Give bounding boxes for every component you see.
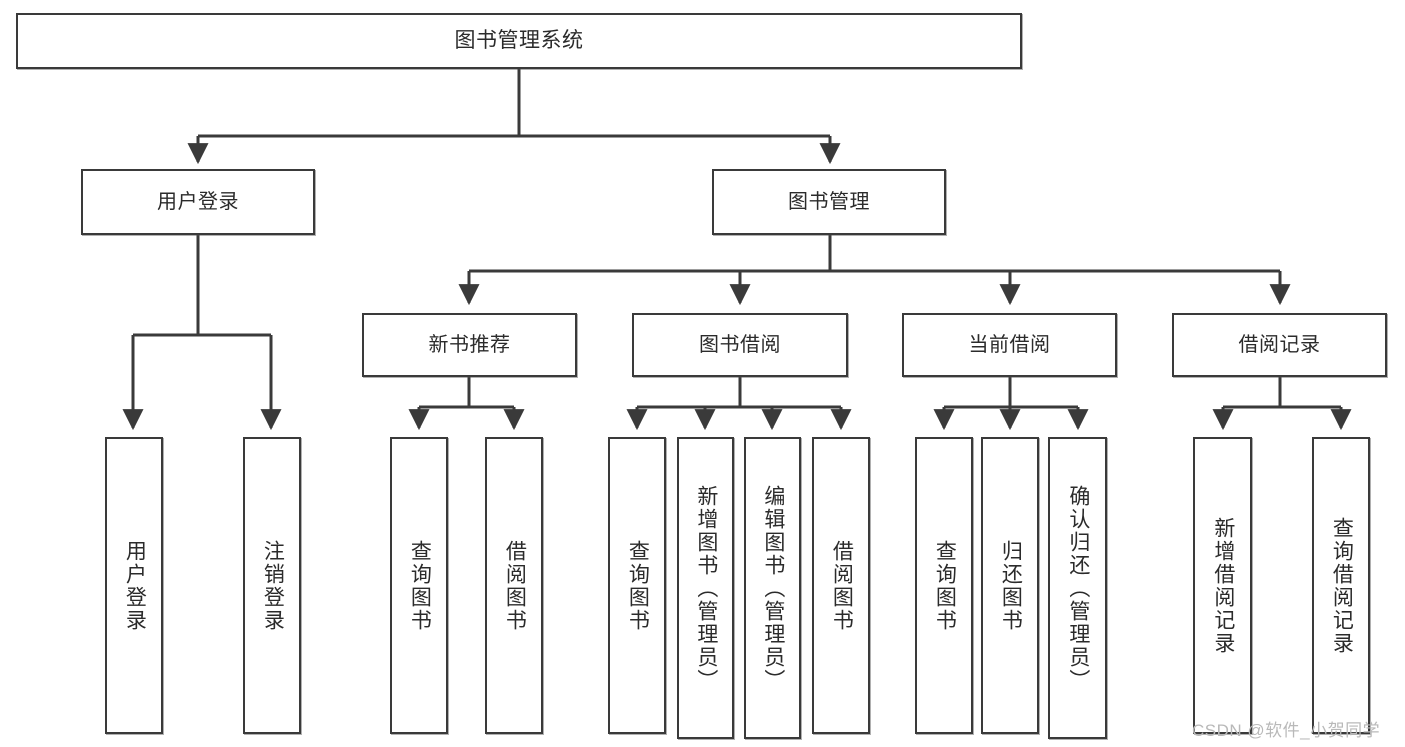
node-label: 新增借阅记录 — [1211, 516, 1235, 655]
csdn-watermark: CSDN @软件_小贺同学 — [1192, 721, 1381, 740]
node-current-borrow[interactable]: 当前借阅 — [902, 313, 1117, 377]
node-leaf-borrow-book-recommend[interactable]: 借阅图书 — [485, 437, 543, 734]
node-leaf-return-book[interactable]: 归还图书 — [981, 437, 1039, 734]
node-label: 用户登录 — [123, 539, 147, 632]
node-label: 查询借阅记录 — [1330, 516, 1354, 655]
node-label: 查询图书 — [626, 539, 650, 632]
node-leaf-query-borrow-record[interactable]: 查询借阅记录 — [1312, 437, 1370, 734]
node-label: 借阅图书 — [830, 539, 854, 632]
node-label: 借阅记录 — [1238, 333, 1321, 356]
node-label: 图书管理系统 — [454, 28, 584, 52]
node-label: 用户登录 — [157, 190, 239, 213]
node-label: 当前借阅 — [968, 333, 1051, 356]
node-leaf-user-login[interactable]: 用户登录 — [105, 437, 163, 734]
node-book-management-system[interactable]: 图书管理系统 — [16, 13, 1022, 69]
node-label: 图书借阅 — [699, 333, 781, 356]
node-leaf-confirm-return-admin[interactable]: 确认归还（管理员） — [1048, 437, 1107, 739]
node-label: 归还图书 — [999, 539, 1023, 632]
node-leaf-logout[interactable]: 注销登录 — [243, 437, 301, 734]
node-book-management[interactable]: 图书管理 — [712, 169, 946, 235]
node-label: 编辑图书（管理员） — [761, 484, 785, 692]
node-user-login[interactable]: 用户登录 — [81, 169, 315, 235]
node-label: 查询图书 — [933, 539, 957, 632]
node-label: 新增图书（管理员） — [694, 484, 718, 692]
node-leaf-query-book-current[interactable]: 查询图书 — [915, 437, 973, 734]
node-new-book-recommend[interactable]: 新书推荐 — [362, 313, 577, 377]
node-label: 确认归还（管理员） — [1066, 484, 1090, 692]
node-label: 借阅图书 — [503, 539, 527, 632]
node-book-borrow[interactable]: 图书借阅 — [632, 313, 848, 377]
node-label: 新书推荐 — [428, 333, 511, 356]
node-leaf-add-borrow-record[interactable]: 新增借阅记录 — [1193, 437, 1252, 734]
node-leaf-borrow-book[interactable]: 借阅图书 — [812, 437, 870, 734]
node-leaf-query-book-recommend[interactable]: 查询图书 — [390, 437, 448, 734]
node-leaf-edit-book-admin[interactable]: 编辑图书（管理员） — [744, 437, 801, 739]
node-leaf-add-book-admin[interactable]: 新增图书（管理员） — [677, 437, 734, 739]
node-label: 查询图书 — [408, 539, 432, 632]
node-label: 注销登录 — [261, 539, 285, 632]
node-leaf-query-book-borrow[interactable]: 查询图书 — [608, 437, 666, 734]
node-label: 图书管理 — [788, 190, 870, 213]
node-borrow-record[interactable]: 借阅记录 — [1172, 313, 1387, 377]
